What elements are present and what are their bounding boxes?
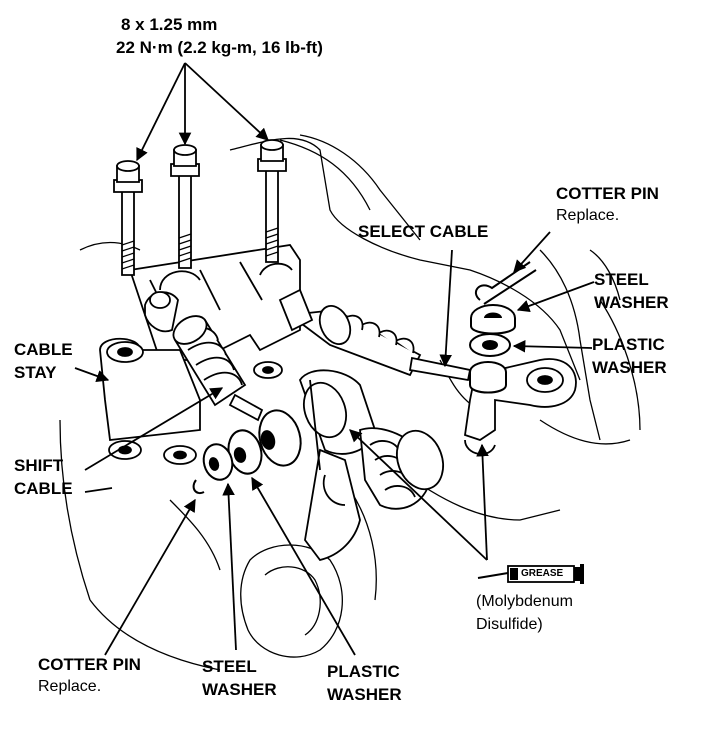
cotter-pin-icon [474,261,537,305]
select-cable-boot [278,288,472,382]
steel-washer-icon [470,304,516,335]
shift-cable-label-line2: CABLE [14,479,73,498]
steel-washer-right-label-line2: WASHER [594,293,669,312]
bolt-torque-label: 22 N·m (2.2 kg-m, 16 lb-ft) [116,38,323,57]
bolt-size-label: 8 x 1.25 mm [121,15,218,34]
shift-lever-assembly [299,369,444,562]
grease-tube-label: GREASE [521,568,564,579]
grease-tube-icon [477,564,584,584]
steel-washer-left-label-line2: WASHER [202,680,277,699]
bolt-icon [113,160,143,276]
plastic-washer-right-label-line2: WASHER [592,358,667,377]
steel-washer-icon [227,429,263,475]
select-cable-label: SELECT CABLE [358,222,489,241]
cotter-pin-left-note: Replace. [38,678,102,695]
cotter-pin-icon [192,443,234,494]
cable-stay-bracket [99,244,301,465]
leader-lines [74,62,595,656]
plastic-washer-left-label-line1: PLASTIC [327,662,400,681]
bolt-icon [170,144,200,269]
steel-washer-left-label-line1: STEEL [202,657,257,676]
shift-cable-label-line1: SHIFT [14,456,64,475]
pivot-pin [469,361,507,394]
bolt-icon [257,139,287,263]
cotter-pin-right-title: COTTER PIN [556,184,659,203]
cotter-pin-left-title: COTTER PIN [38,655,141,674]
plastic-washer-left-label-line2: WASHER [327,685,402,704]
plastic-washer-right-label-line1: PLASTIC [592,335,665,354]
grease-note-line1: (Molybdenum [476,593,573,610]
grease-note-line2: Disulfide) [476,616,543,633]
steel-washer-right-label-line1: STEEL [594,270,649,289]
shift-cable-end [144,291,179,333]
plastic-washer-icon [469,333,511,357]
cable-stay-label-line1: CABLE [14,340,73,359]
plastic-washer-icon [258,409,302,467]
shift-cable-boot [172,315,264,422]
cable-stay-label-line2: STAY [14,363,57,382]
cotter-pin-right-note: Replace. [556,207,620,224]
